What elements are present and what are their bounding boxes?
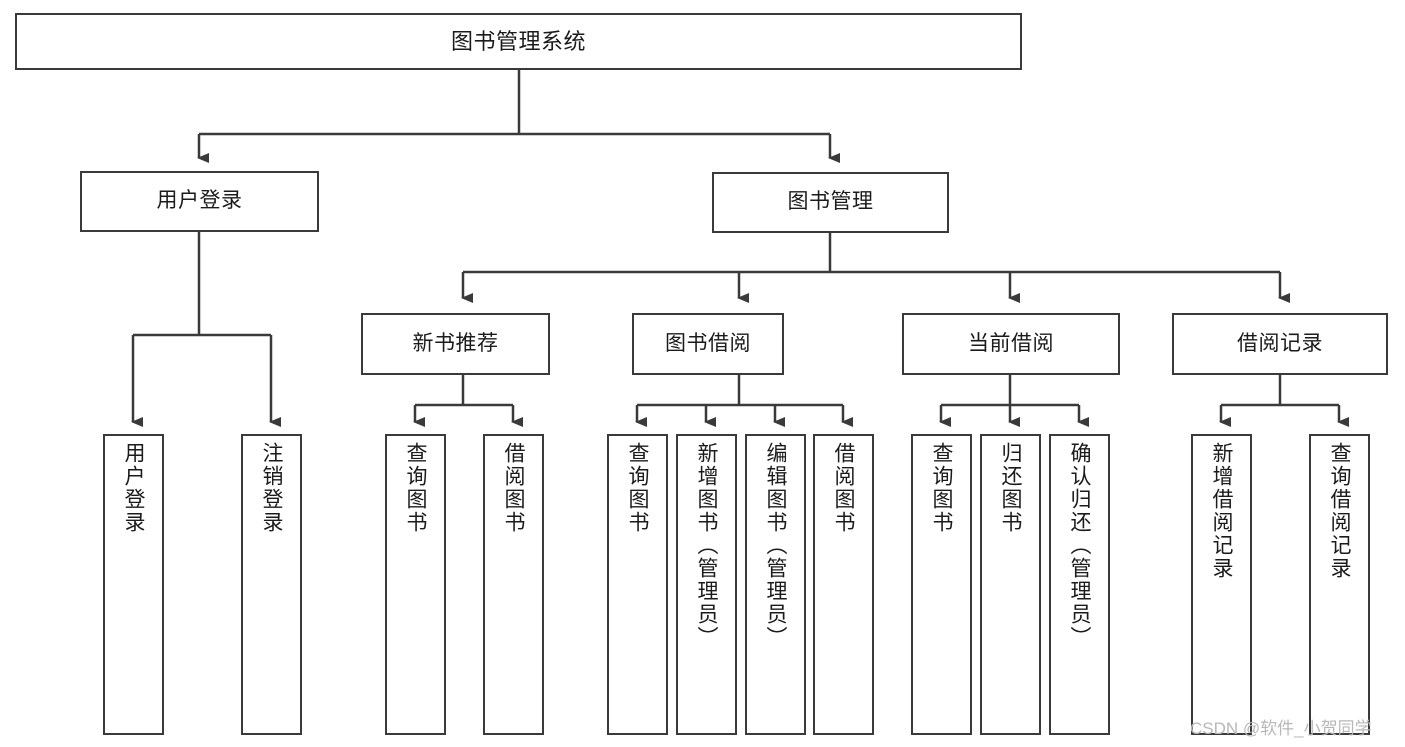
node-label: 新增借阅记录 xyxy=(1210,442,1233,580)
node-label: 编辑图书（管理员） xyxy=(764,442,787,649)
node-label: 新增图书（管理员） xyxy=(695,442,718,649)
leaf-user-login-signout[interactable]: 注销登录 xyxy=(241,434,302,735)
node-label: 借阅图书 xyxy=(832,442,855,534)
node-new-book-recommend[interactable]: 新书推荐 xyxy=(361,313,550,375)
node-label: 借阅记录 xyxy=(1237,331,1323,355)
leaf-current-borrow-return[interactable]: 归还图书 xyxy=(980,434,1041,735)
node-label: 用户登录 xyxy=(156,189,243,213)
node-user-login[interactable]: 用户登录 xyxy=(80,171,319,232)
node-label: 借阅图书 xyxy=(502,442,525,534)
node-label: 确认归还（管理员） xyxy=(1068,442,1091,649)
node-label: 查询图书 xyxy=(626,442,649,534)
leaf-user-login-signin[interactable]: 用户登录 xyxy=(103,434,164,735)
node-borrow-records[interactable]: 借阅记录 xyxy=(1172,313,1388,375)
leaf-book-borrow-query[interactable]: 查询图书 xyxy=(607,434,668,735)
leaf-new-book-query[interactable]: 查询图书 xyxy=(385,434,446,735)
node-current-borrow[interactable]: 当前借阅 xyxy=(902,313,1120,375)
node-label: 查询图书 xyxy=(930,442,953,534)
watermark-text: CSDN @软件_小贺同学 xyxy=(1190,719,1372,738)
leaf-book-borrow-borrow[interactable]: 借阅图书 xyxy=(813,434,874,735)
node-label: 图书管理系统 xyxy=(450,28,586,54)
node-label: 图书管理 xyxy=(787,190,874,214)
leaf-borrow-record-add[interactable]: 新增借阅记录 xyxy=(1191,434,1252,735)
node-label: 当前借阅 xyxy=(968,331,1054,355)
node-label: 归还图书 xyxy=(999,442,1022,534)
leaf-current-borrow-query[interactable]: 查询图书 xyxy=(911,434,972,735)
node-label: 查询借阅记录 xyxy=(1328,442,1351,580)
node-root-book-management-system[interactable]: 图书管理系统 xyxy=(15,13,1022,70)
leaf-new-book-borrow[interactable]: 借阅图书 xyxy=(483,434,544,735)
leaf-current-borrow-confirm-admin[interactable]: 确认归还（管理员） xyxy=(1049,434,1110,735)
node-book-borrow[interactable]: 图书借阅 xyxy=(632,313,784,375)
node-label: 新书推荐 xyxy=(412,331,499,355)
node-book-management[interactable]: 图书管理 xyxy=(712,172,949,233)
leaf-borrow-record-query[interactable]: 查询借阅记录 xyxy=(1309,434,1370,735)
node-label: 注销登录 xyxy=(260,442,283,534)
node-label: 查询图书 xyxy=(404,442,427,534)
node-label: 图书借阅 xyxy=(665,331,751,355)
leaf-book-borrow-add-admin[interactable]: 新增图书（管理员） xyxy=(676,434,737,735)
leaf-book-borrow-edit-admin[interactable]: 编辑图书（管理员） xyxy=(745,434,806,735)
node-label: 用户登录 xyxy=(122,442,145,534)
